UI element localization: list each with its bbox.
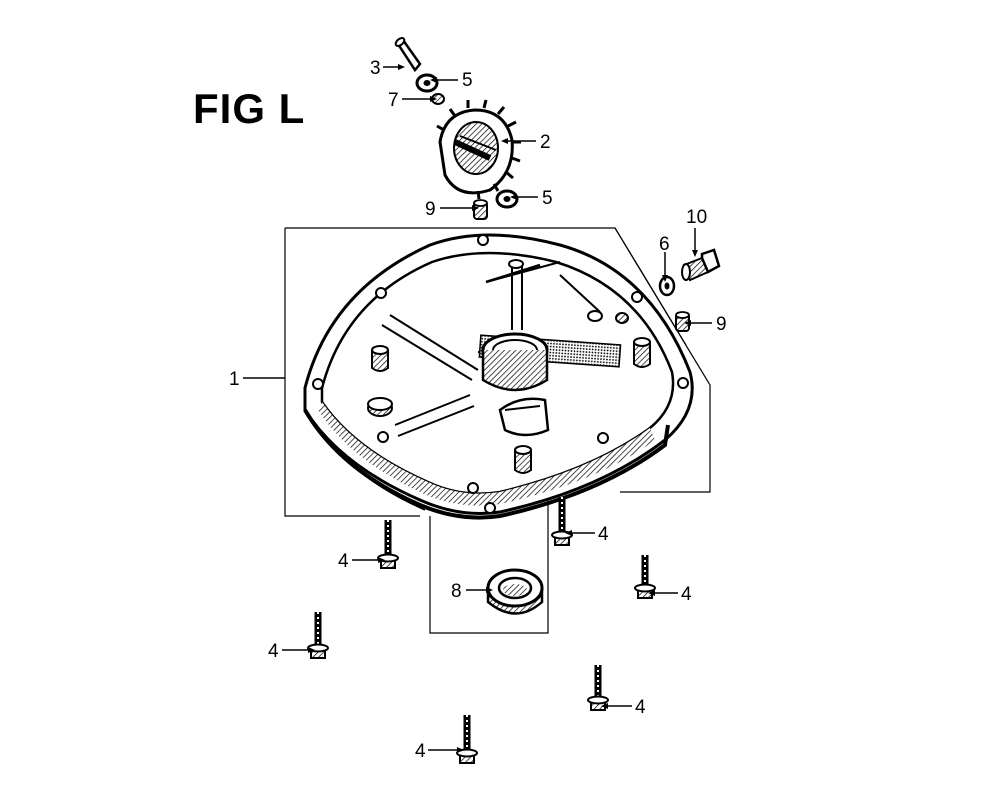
pin <box>394 37 422 73</box>
gear <box>436 99 521 200</box>
washer-lower <box>495 189 519 209</box>
dowel-right <box>675 311 690 332</box>
callout-4: 4 <box>338 551 349 572</box>
washer-upper <box>415 73 439 93</box>
callout-6: 6 <box>659 234 670 255</box>
callout-4: 4 <box>681 584 692 605</box>
callout-8: 8 <box>451 581 462 602</box>
callout-labels: 3 5 7 2 9 5 10 6 9 1 4 4 8 4 4 4 4 <box>229 58 727 762</box>
callout-5: 5 <box>462 70 473 91</box>
bolt-f <box>456 715 478 764</box>
leader-lines <box>243 66 712 751</box>
callout-4: 4 <box>598 524 609 545</box>
figure-title: FIG L <box>193 85 306 132</box>
bolt-e <box>587 665 609 711</box>
callout-5: 5 <box>542 188 553 209</box>
callout-9: 9 <box>716 314 727 335</box>
callout-7: 7 <box>388 90 399 111</box>
sealing-washer <box>658 275 676 297</box>
callout-9: 9 <box>425 199 436 220</box>
bracket-lines <box>284 227 711 634</box>
callout-10: 10 <box>686 207 707 228</box>
leader-arrows <box>308 64 698 753</box>
callout-4: 4 <box>268 641 279 662</box>
callout-1: 1 <box>229 369 240 390</box>
callout-3: 3 <box>370 58 381 79</box>
drain-plug <box>681 248 721 282</box>
callout-4: 4 <box>415 741 426 762</box>
bolt-b <box>551 497 573 546</box>
oil-pan <box>303 233 694 520</box>
callout-4: 4 <box>635 697 646 718</box>
callout-2: 2 <box>540 132 551 153</box>
dowel-upper <box>473 199 488 220</box>
oil-seal <box>486 568 544 615</box>
